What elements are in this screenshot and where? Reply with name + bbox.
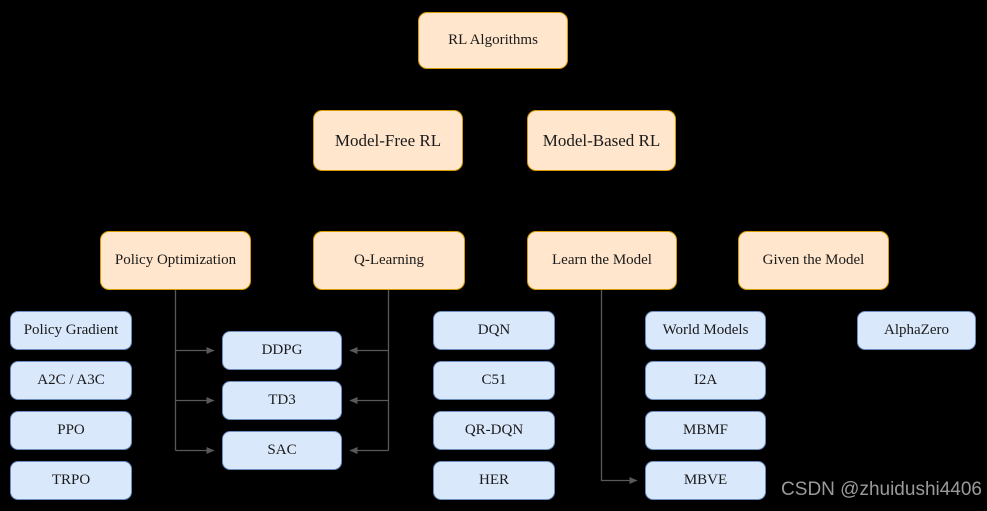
node-mbve: MBVE: [645, 461, 766, 500]
node-world-models: World Models: [645, 311, 766, 350]
edge-learn-the-model-mbve: [600, 290, 638, 484]
node-her: HER: [433, 461, 555, 500]
node-model-free-rl: Model-Free RL: [313, 110, 463, 171]
node-sac: SAC: [222, 431, 342, 470]
node-learn-the-model: Learn the Model: [527, 231, 677, 290]
node-given-the-model: Given the Model: [738, 231, 889, 290]
node-td3: TD3: [222, 381, 342, 420]
node-a2c-a3c: A2C / A3C: [10, 361, 132, 400]
node-ppo: PPO: [10, 411, 132, 450]
node-rl-algorithms: RL Algorithms: [418, 12, 568, 69]
node-alphazero: AlphaZero: [857, 311, 976, 350]
node-q-learning: Q-Learning: [313, 231, 465, 290]
node-c51: C51: [433, 361, 555, 400]
node-i2a: I2A: [645, 361, 766, 400]
node-ddpg: DDPG: [222, 331, 342, 370]
node-dqn: DQN: [433, 311, 555, 350]
watermark: CSDN @zhuidushi4406: [781, 479, 982, 500]
node-mbmf: MBMF: [645, 411, 766, 450]
node-policy-optimization: Policy Optimization: [100, 231, 251, 290]
node-model-based-rl: Model-Based RL: [527, 110, 676, 171]
node-trpo: TRPO: [10, 461, 132, 500]
node-policy-gradient: Policy Gradient: [10, 311, 132, 350]
node-qr-dqn: QR-DQN: [433, 411, 555, 450]
